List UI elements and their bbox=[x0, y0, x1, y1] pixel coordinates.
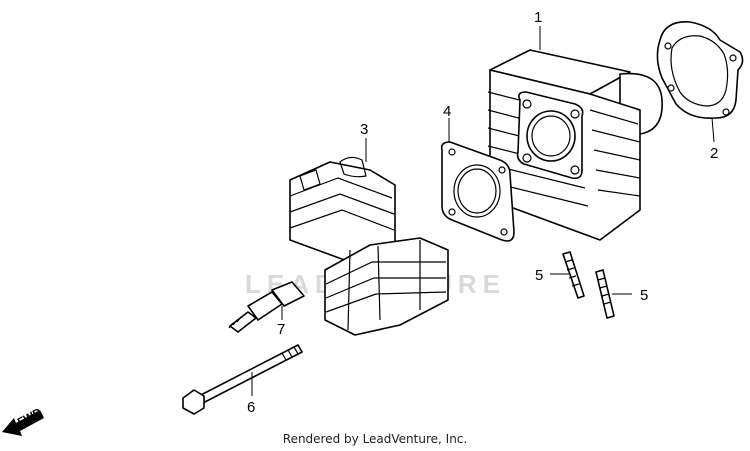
leader-2 bbox=[711, 117, 715, 143]
spark-plug-part[interactable] bbox=[228, 281, 305, 333]
long-bolt-part[interactable] bbox=[182, 344, 303, 415]
callout-3: 3 bbox=[360, 121, 368, 138]
head-gasket-part[interactable] bbox=[440, 141, 515, 242]
stud-bolt-1[interactable] bbox=[562, 251, 585, 299]
cylinder-part[interactable] bbox=[487, 49, 663, 241]
callout-5b: 5 bbox=[640, 287, 648, 304]
cylinder-head-part[interactable] bbox=[289, 156, 449, 336]
callout-5a: 5 bbox=[535, 267, 543, 284]
stud-bolt-2[interactable] bbox=[595, 269, 615, 319]
credit-line: Rendered by LeadVenture, Inc. bbox=[282, 432, 468, 446]
callout-6: 6 bbox=[247, 399, 255, 416]
callout-7: 7 bbox=[277, 321, 285, 338]
callout-1: 1 bbox=[534, 9, 542, 26]
callout-2: 2 bbox=[710, 145, 718, 162]
callout-4: 4 bbox=[443, 103, 451, 120]
base-gasket-part[interactable] bbox=[656, 21, 744, 120]
